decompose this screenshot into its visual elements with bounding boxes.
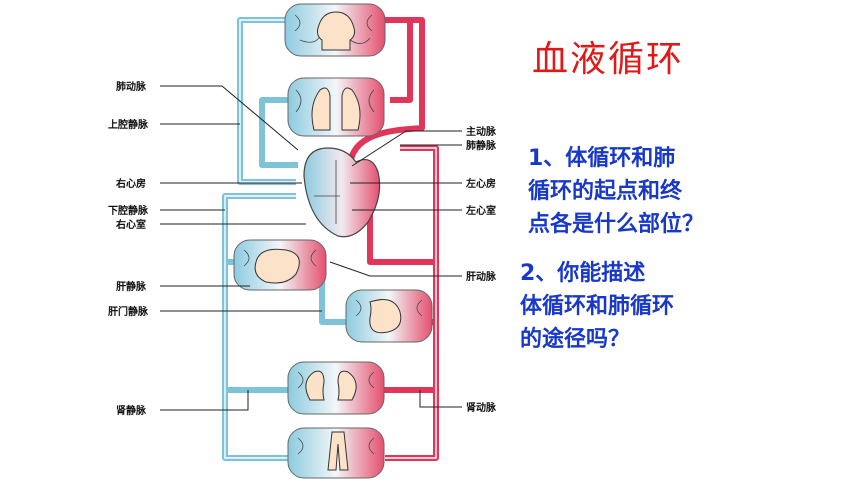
right-kidney-organ (337, 370, 357, 401)
stomach-organ (369, 299, 402, 334)
label-hepatic-vein: 肝静脉 (116, 280, 147, 293)
label-left-atrium: 左心房 (465, 177, 496, 190)
lower-body-capillaries (287, 427, 385, 479)
legs-organ (327, 431, 349, 471)
label-left-ventricle: 左心室 (465, 204, 496, 217)
label-inferior-vena-cava: 下腔静脉 (108, 204, 149, 217)
label-pulmonary-vein: 肺静脉 (466, 139, 497, 152)
question-2-line: 的途径吗？ (520, 327, 631, 352)
label-renal-vein: 肾静脉 (116, 404, 147, 417)
head-organ (317, 11, 355, 51)
question-2: 2、你能描述 体循环和肺循环 的途径吗？ (520, 257, 760, 356)
kidney-capillaries (287, 361, 385, 415)
label-pulmonary-artery: 肺动脉 (116, 80, 147, 93)
question-2-line: 体循环和肺循环 (520, 294, 675, 319)
liver-capillaries (233, 239, 327, 291)
question-1-line: 循环的起点和终 (528, 179, 683, 204)
left-kidney-organ (305, 370, 325, 401)
question-2-line: 2、你能描述 (520, 261, 646, 286)
label-aorta: 主动脉 (466, 125, 497, 138)
label-hepatic-portal-vein: 肝门静脉 (108, 305, 149, 318)
label-hepatic-artery: 肝动脉 (466, 270, 497, 283)
heart (303, 147, 381, 238)
question-1-line: 点各是什么部位？ (528, 212, 705, 237)
page-title: 血液循环 (532, 39, 685, 80)
question-1: 1、体循环和肺 循环的起点和终 点各是什么部位？ (528, 142, 768, 241)
label-right-ventricle: 右心室 (115, 218, 146, 231)
question-1-line: 1、体循环和肺 (528, 146, 676, 171)
lung-capillaries (287, 77, 385, 137)
right-lung-organ (341, 87, 361, 131)
left-lung-organ (311, 87, 331, 131)
head-capillaries (284, 3, 386, 57)
leader-lines (160, 85, 462, 411)
label-renal-artery: 肾动脉 (466, 401, 497, 414)
label-right-atrium: 右心房 (115, 177, 146, 190)
gut-capillaries (345, 289, 433, 343)
liver-organ (254, 248, 300, 284)
label-superior-vena-cava: 上腔静脉 (108, 118, 149, 131)
